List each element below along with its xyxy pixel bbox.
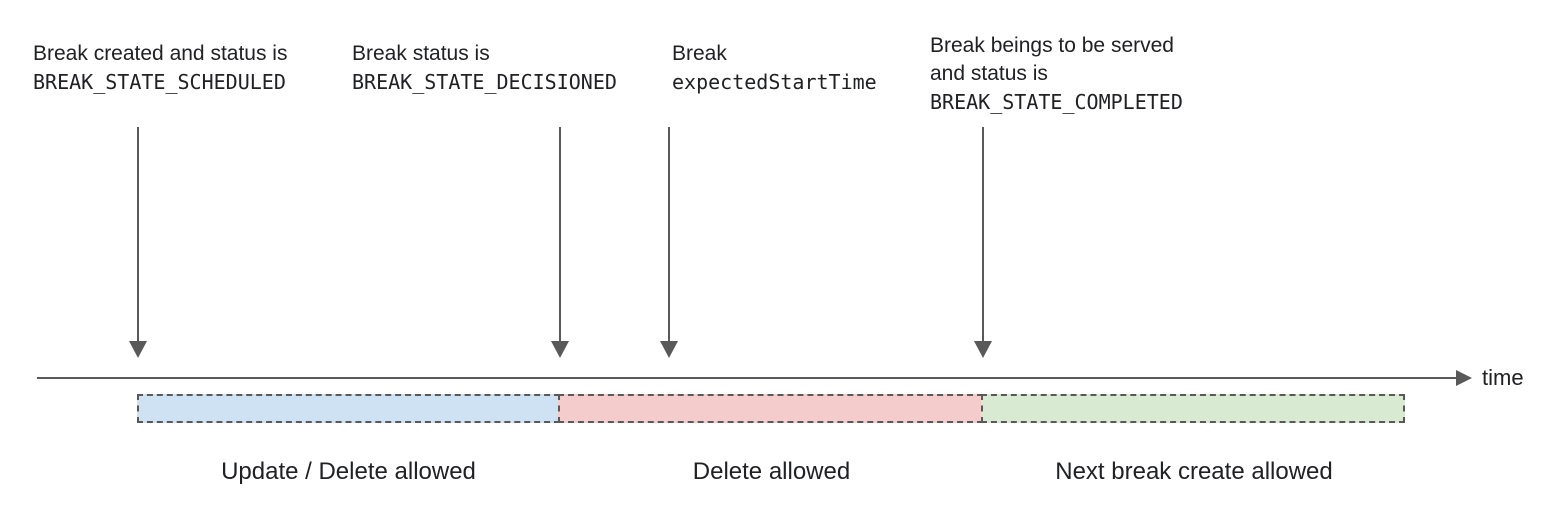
segment-label: Delete allowed — [692, 458, 851, 485]
annotation-text: and status is — [930, 62, 1048, 85]
down-arrow-expected-start-time — [660, 127, 678, 358]
annotation-text: Break created and status is — [33, 42, 288, 65]
annotation-scheduled: Break created and status is BREAK_STATE_… — [33, 40, 287, 96]
down-arrow-decisioned — [551, 127, 569, 358]
annotation-code: expectedStartTime — [672, 70, 877, 94]
time-axis-label: time — [1482, 365, 1524, 390]
segment-label: Next break create allowed — [1055, 458, 1333, 485]
time-axis-arrow-icon — [1456, 370, 1472, 386]
arrow-head-icon — [129, 341, 147, 358]
segment-update-delete-allowed — [137, 394, 560, 423]
annotation-completed: Break beings to be served and status is … — [930, 32, 1183, 116]
arrow-shaft — [668, 127, 670, 342]
down-arrow-completed — [974, 127, 992, 358]
segment-label: Update / Delete allowed — [221, 458, 476, 485]
arrow-shaft — [982, 127, 984, 342]
segment-next-break-create-allowed — [981, 394, 1405, 423]
annotation-text: Break beings to be served — [930, 34, 1174, 57]
time-axis-line — [37, 377, 1456, 379]
arrow-head-icon — [551, 341, 569, 358]
annotation-code: BREAK_STATE_SCHEDULED — [33, 70, 286, 94]
annotation-code: BREAK_STATE_COMPLETED — [930, 90, 1183, 114]
arrow-head-icon — [660, 341, 678, 358]
annotation-text: Break status is — [352, 42, 490, 65]
segment-delete-allowed — [558, 394, 983, 423]
arrow-shaft — [559, 127, 561, 342]
down-arrow-scheduled — [129, 127, 147, 358]
annotation-decisioned: Break status is BREAK_STATE_DECISIONED — [352, 40, 617, 96]
arrow-shaft — [137, 127, 139, 342]
annotation-expected-start-time: Break expectedStartTime — [672, 40, 877, 96]
annotation-code: BREAK_STATE_DECISIONED — [352, 70, 617, 94]
arrow-head-icon — [974, 341, 992, 358]
annotation-text: Break — [672, 42, 727, 65]
